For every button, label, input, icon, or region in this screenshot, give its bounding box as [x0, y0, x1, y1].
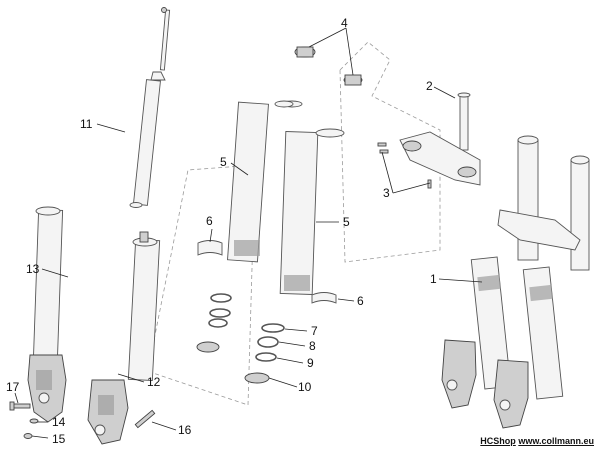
watermark: HCShop www.collmann.eu [480, 436, 594, 446]
callout-15: 15 [52, 432, 66, 446]
callout-5-upper: 5 [220, 155, 227, 169]
callout-14: 14 [52, 415, 66, 429]
assembly-outline-right [339, 41, 441, 263]
watermark-url: www.collmann.eu [518, 436, 594, 446]
callout-13: 13 [26, 262, 40, 276]
fork-cap-right [343, 74, 363, 86]
left-fork-slider [27, 206, 67, 423]
washer-14 [29, 418, 39, 424]
fork-cap-left [294, 46, 316, 58]
retaining-clip [255, 352, 277, 362]
screw-15 [23, 433, 33, 439]
callout-6-left: 6 [206, 214, 213, 228]
watermark-shop: HCShop [480, 436, 516, 446]
oil-seal [257, 336, 279, 348]
pin-16 [134, 409, 156, 429]
dust-washer [261, 323, 285, 333]
callout-6-right: 6 [357, 294, 364, 308]
inner-fork-tube-right [279, 128, 345, 295]
leader-lines [14, 27, 483, 439]
complete-fork-assembly [441, 135, 590, 429]
callout-4: 4 [341, 16, 348, 30]
triple-clamp [377, 131, 481, 189]
seal-stack-left [196, 293, 232, 353]
callout-1: 1 [430, 272, 437, 286]
callout-3: 3 [383, 186, 390, 200]
dust-seal [244, 372, 270, 384]
bolt-17 [9, 401, 31, 411]
inner-fork-tube-left [227, 100, 303, 263]
bushing-right [311, 292, 337, 304]
callout-5-lower: 5 [343, 215, 350, 229]
callout-11: 11 [80, 117, 93, 131]
callout-8: 8 [309, 339, 316, 353]
callout-2: 2 [426, 79, 433, 93]
callout-12: 12 [147, 375, 161, 389]
assembly-outline-left [149, 164, 256, 406]
callout-9: 9 [307, 356, 314, 370]
callout-7: 7 [311, 324, 318, 338]
callout-10: 10 [298, 380, 312, 394]
steering-stem [457, 92, 471, 151]
right-fork-slider [87, 231, 161, 445]
callout-17: 17 [6, 380, 20, 394]
damper-rod [129, 7, 171, 208]
bushing-left [197, 240, 223, 256]
callout-16: 16 [178, 423, 192, 437]
